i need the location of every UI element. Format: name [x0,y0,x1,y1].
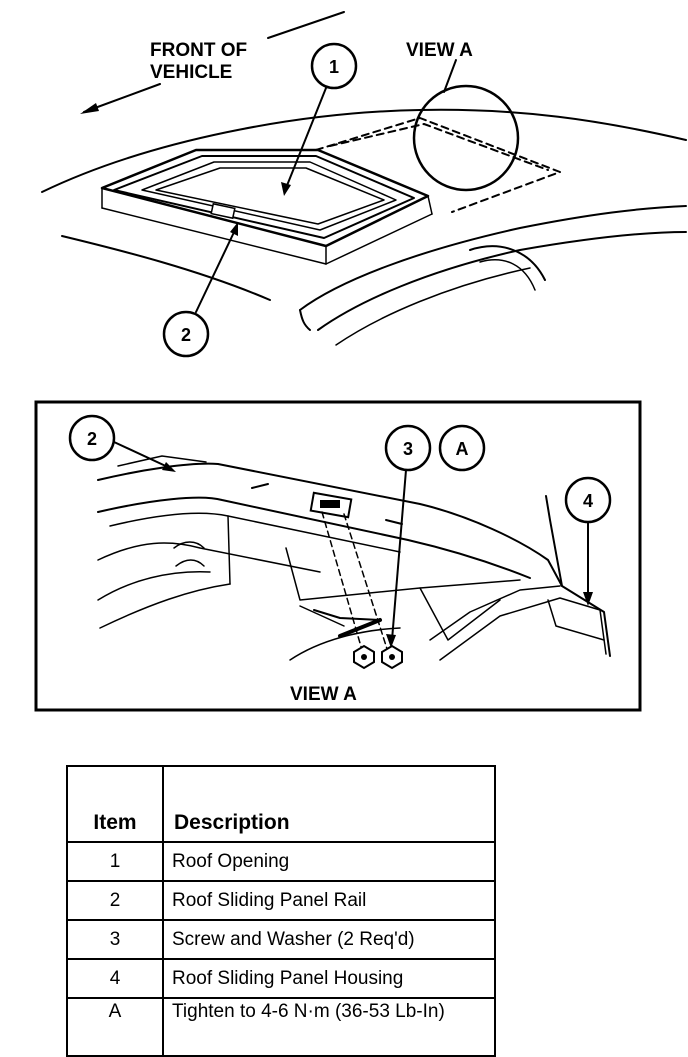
callout-a: A [438,424,486,472]
front-label-line1: FRONT OF [150,40,247,61]
callout-2-top: 2 [162,222,238,358]
roof-outline [41,108,687,346]
callout-2-detail-text: 2 [87,429,97,449]
detail-view-a: 2 3 A 4 VIEW A [34,400,642,712]
legend-row: 3 Screw and Washer (2 Req'd) [66,919,496,960]
view-a-label: VIEW A [406,40,473,61]
legend-description: Roof Sliding Panel Rail [162,880,496,921]
callout-4: 4 [564,476,612,606]
detail-drawing [97,455,611,670]
detail-caption: VIEW A [290,684,357,705]
legend-item: A [66,997,164,1057]
screw-washer-1 [353,644,375,670]
sunroof-frame [100,148,433,265]
view-a-circle [412,84,520,192]
screw-washer-2 [381,644,403,670]
legend-item: 3 [66,919,164,960]
legend-description: Roof Sliding Panel Housing [162,958,496,999]
callout-1-text: 1 [329,57,339,77]
legend-description: Roof Opening [162,841,496,882]
legend-row: A Tighten to 4-6 N·m (36-53 Lb-In) [66,997,496,1057]
panel-housing-dashed [315,117,561,213]
callout-a-text: A [456,439,469,459]
view-a-leader [443,59,457,93]
legend-item: 1 [66,841,164,882]
legend-table: Item Description 1 Roof Opening 2 Roof S… [66,765,496,1057]
callout-4-text: 4 [583,491,593,511]
front-label-line2: VEHICLE [150,62,232,83]
legend-header-item: Item [66,765,164,843]
legend-item: 2 [66,880,164,921]
callout-3-text: 3 [403,439,413,459]
callout-2-top-text: 2 [181,325,191,345]
callout-1: 1 [281,42,358,196]
legend-header-row: Item Description [66,765,496,843]
detail-frame [34,400,642,712]
legend-header-description: Description [162,765,496,843]
legend-row: 4 Roof Sliding Panel Housing [66,958,496,999]
legend-description: Tighten to 4-6 N·m (36-53 Lb-In) [162,997,496,1057]
legend-description: Screw and Washer (2 Req'd) [162,919,496,960]
roof-overview: FRONT OF VEHICLE VIEW A [41,11,687,358]
legend-item: 4 [66,958,164,999]
legend-row: 2 Roof Sliding Panel Rail [66,880,496,921]
callout-3: 3 [384,424,432,648]
legend-row: 1 Roof Opening [66,841,496,882]
callout-2-detail: 2 [68,414,176,472]
front-arrow [80,11,345,114]
